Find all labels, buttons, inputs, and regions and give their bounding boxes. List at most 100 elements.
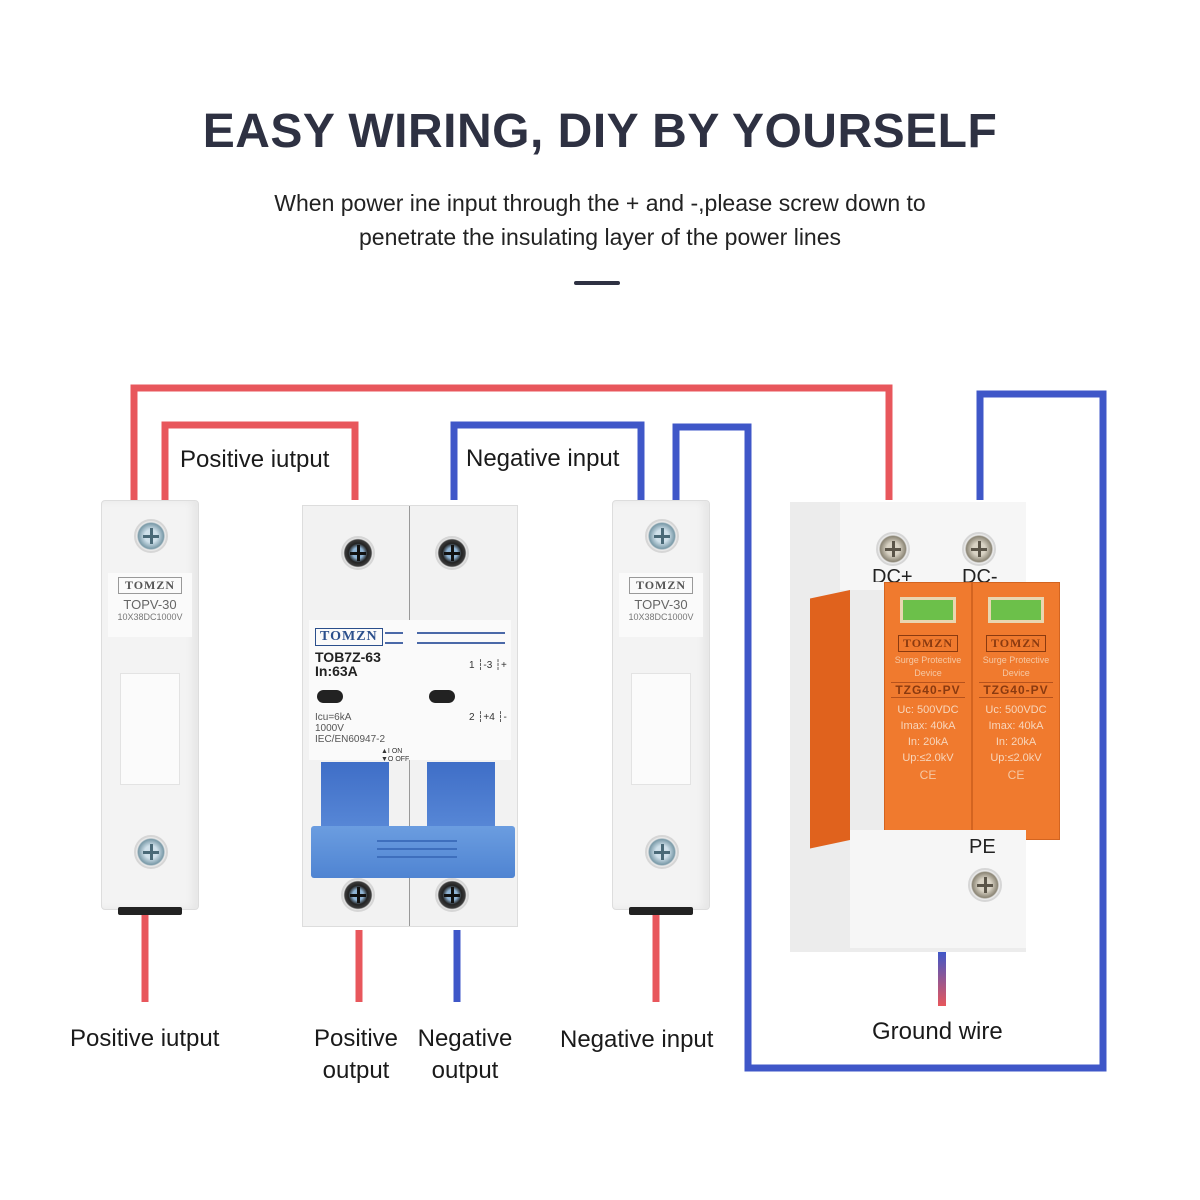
terminal-screw-icon: [134, 835, 168, 869]
module-model: TZG40-PV: [979, 682, 1053, 698]
surge-module-side: [810, 590, 850, 849]
brand-stripes: [417, 632, 505, 644]
up-text: Up:≤2.0kV: [990, 752, 1042, 764]
dc-circuit-breaker: TOMZN TOB7Z-63 In:63A Icu=6kA 1000V IEC/…: [302, 505, 518, 927]
module-specs: Uc: 500VDC Imax: 40kA In: 20kA Up:≤2.0kV: [973, 702, 1059, 766]
module-specs: Uc: 500VDC Imax: 40kA In: 20kA Up:≤2.0kV: [885, 702, 971, 766]
imax-text: Imax: 40kA: [900, 720, 956, 732]
fuse-din-clip: [118, 907, 182, 915]
diagram-top: 1 ┆-3 ┆+: [469, 660, 507, 671]
circuit-diagram: 1 ┆-3 ┆+ 2 ┆+4 ┆-: [469, 660, 507, 724]
label-positive-input-top: Positive iutput: [180, 446, 330, 473]
diagram-symbol: [469, 672, 507, 712]
label-negative-input-bottom: Negative input: [560, 1026, 714, 1053]
ground-wire: [938, 952, 946, 1006]
terminal-screw-icon: [876, 532, 910, 566]
up-text: Up:≤2.0kV: [902, 752, 954, 764]
brand-logo: TOMZN: [117, 577, 183, 594]
on-off-legend: ▲I ON ▼O OFF: [381, 748, 409, 764]
negative-wire-spd: [672, 390, 1107, 1072]
terminal-screw-icon: [645, 519, 679, 553]
fuse-spec: 10X38DC1000V: [117, 612, 183, 622]
terminal-screw-icon: [962, 532, 996, 566]
terminal-screw-icon: [435, 878, 469, 912]
brand-logo: TOMZN: [985, 635, 1047, 652]
fuse-label-panel: TOMZN TOPV-30 10X38DC1000V: [619, 573, 703, 637]
breaker-model: TOB7Z-63 In:63A: [315, 650, 381, 678]
positive-wire-breaker-input: [161, 421, 359, 500]
label-line: output: [322, 1057, 390, 1084]
title-divider: [574, 281, 620, 285]
label-line: Positive: [313, 1025, 399, 1052]
positive-wire-main: [130, 384, 893, 500]
brand-logo: TOMZN: [315, 628, 383, 646]
imax-text: Imax: 40kA: [988, 720, 1044, 732]
instruction-line-2: penetrate the insulating layer of the po…: [358, 224, 842, 250]
brand-stripes: [385, 632, 403, 644]
handle-ridge: [377, 840, 457, 842]
module-model: TZG40-PV: [891, 682, 965, 698]
rating-text: In:63A: [315, 663, 358, 679]
off-text: ▼O OFF: [381, 756, 410, 763]
terminal-screw-icon: [435, 536, 469, 570]
handle-ridge: [377, 848, 457, 850]
handle-ridge: [377, 856, 457, 858]
label-negative-output: Negative output: [412, 1023, 518, 1087]
standard-text: IEC/EN60947-2: [315, 734, 386, 745]
uc-text: Uc: 500VDC: [985, 704, 1047, 716]
breaker-toggle-left[interactable]: [321, 762, 389, 836]
breaker-handle-bridge[interactable]: [311, 826, 515, 878]
module-desc: Surge Protective: [982, 655, 1050, 665]
model-text: TOB7Z-63: [315, 649, 381, 665]
label-line: Negative: [417, 1025, 513, 1052]
terminal-label-dc-plus: DC+: [872, 566, 913, 582]
uc-text: Uc: 500VDC: [897, 704, 959, 716]
status-window: [900, 597, 956, 623]
label-line: output: [431, 1057, 499, 1084]
icu-text: Icu=6kA: [315, 712, 352, 723]
surge-module[interactable]: TOMZN Surge Protective Device TZG40-PV U…: [884, 582, 972, 840]
status-window: [988, 597, 1044, 623]
fuse-window: [631, 673, 691, 785]
terminal-screw-icon: [134, 519, 168, 553]
fuse-din-clip: [629, 907, 693, 915]
fuse-label-panel: TOMZN TOPV-30 10X38DC1000V: [108, 573, 192, 637]
fuse-holder-positive: TOMZN TOPV-30 10X38DC1000V: [101, 500, 199, 915]
in-text: In: 20kA: [907, 736, 949, 748]
label-ground-wire: Ground wire: [872, 1018, 1003, 1045]
fuse-window: [120, 673, 180, 785]
status-indicator: [429, 690, 455, 703]
module-desc: Device: [1002, 668, 1030, 678]
fuse-spec: 10X38DC1000V: [628, 612, 694, 622]
terminal-label-dc-minus: DC-: [962, 566, 998, 582]
brand-logo: TOMZN: [897, 635, 959, 652]
module-desc: Surge Protective: [894, 655, 962, 665]
page-title: EASY WIRING, DIY BY YOURSELF: [202, 105, 998, 158]
terminal-label-pe: PE: [969, 836, 996, 858]
surge-module[interactable]: TOMZN Surge Protective Device TZG40-PV U…: [972, 582, 1060, 840]
fuse-model: TOPV-30: [634, 597, 688, 612]
breaker-label-panel: TOMZN TOB7Z-63 In:63A Icu=6kA 1000V IEC/…: [309, 620, 511, 763]
breaker-specs: Icu=6kA 1000V IEC/EN60947-2: [315, 712, 385, 745]
terminal-screw-icon: [341, 878, 375, 912]
breaker-toggle-right[interactable]: [427, 762, 495, 836]
module-desc: Device: [914, 668, 942, 678]
label-positive-output: Positive output: [310, 1023, 402, 1087]
label-negative-input-top: Negative input: [466, 445, 620, 472]
label-positive-output-left: Positive iutput: [70, 1025, 220, 1052]
voltage-text: 1000V: [315, 723, 344, 734]
on-text: ▲I ON: [381, 748, 403, 755]
instruction-text: When power ine input through the + and -…: [0, 186, 1200, 254]
in-text: In: 20kA: [995, 736, 1037, 748]
terminal-screw-icon: [341, 536, 375, 570]
terminal-screw-icon: [645, 835, 679, 869]
fuse-holder-negative: TOMZN TOPV-30 10X38DC1000V: [612, 500, 710, 915]
status-indicator: [317, 690, 343, 703]
ce-mark-icon: CE: [1007, 768, 1025, 782]
diagram-bottom: 2 ┆+4 ┆-: [469, 712, 507, 723]
ce-mark-icon: CE: [919, 768, 937, 782]
instruction-line-1: When power ine input through the + and -…: [274, 190, 926, 216]
terminal-screw-icon: [968, 868, 1002, 902]
surge-protector-top: [840, 502, 1026, 590]
